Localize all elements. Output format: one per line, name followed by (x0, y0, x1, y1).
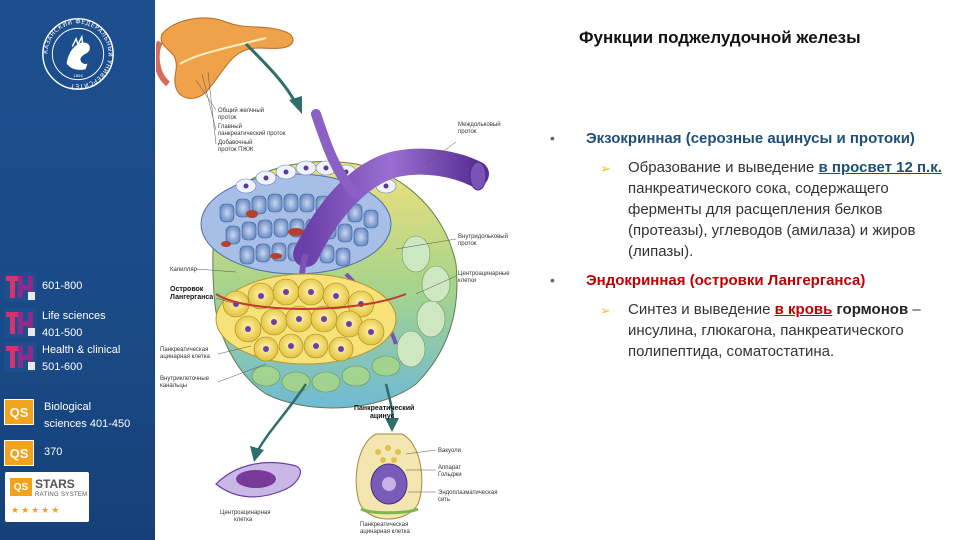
bullet-endocrine: • Эндокринная (островки Лангерганса) (548, 270, 948, 291)
the-logo-icon (4, 342, 36, 372)
ranking-line: 401-500 (42, 327, 83, 339)
ranking-line: sciences 401-450 (44, 418, 131, 430)
ranking-row: QS Biological sciences 401-450 (4, 399, 130, 433)
figure-label: Панкреатическая (160, 347, 208, 353)
islet-cells (215, 273, 407, 365)
figure-label: Гольджи (438, 472, 462, 478)
figure-label: ацинарная клетка (360, 529, 411, 535)
blood-link[interactable]: в кровь (774, 301, 833, 318)
ranking-row: 601-800 (4, 272, 82, 302)
figure-label: проток (458, 241, 477, 247)
bullet-exocrine: • Экзокринная (серозные ацинусы и проток… (548, 128, 948, 149)
the-logo-icon (4, 272, 36, 302)
ranking-line: 501-600 (42, 361, 83, 373)
logo-year: 1804 (73, 73, 83, 78)
figure-label: сеть (438, 497, 450, 503)
figure-label: клетки (458, 278, 476, 284)
figure-label: Междольковый (458, 121, 501, 128)
stars-subtitle: RATING SYSTEM (35, 492, 88, 498)
endocrine-text-after: – инсулина, глюкагона, панкреатического … (628, 301, 921, 360)
ranking-line: Biological (44, 401, 92, 413)
slide-title: Функции поджелудочной железы (579, 28, 861, 47)
figure-label: проток (458, 129, 477, 135)
ranking-row: Life sciences 401-500 (4, 308, 106, 342)
figure-label: Внутридольковый (458, 233, 508, 240)
acinus-cell (355, 433, 423, 520)
figure-label: Общий желчный (218, 107, 264, 114)
arrow-bullet-icon: ➢ (600, 161, 611, 176)
ranking-line: 601-800 (42, 280, 83, 292)
figure-label: ацинарная клетка (160, 354, 211, 360)
endocrine-heading: Эндокринная (островки Лангерганса) (586, 272, 866, 289)
university-logo-icon: КАЗАНСКИЙ ФЕДЕРАЛЬНЫЙ УНИВЕРСИТЕТ 1804 (42, 18, 114, 90)
sub-bullet-endocrine: ➢ Синтез и выведение в кровь гормонов – … (548, 299, 948, 362)
figure-label: Центроацинарные (458, 271, 510, 277)
figure-label: Аппарат (438, 465, 461, 471)
qs-stars-badge: QS STARS RATING SYSTEM ★★★★★ (5, 472, 89, 522)
endocrine-text-before: Синтез и выведение (628, 301, 775, 318)
figure-label: Центроацинарная (220, 510, 271, 516)
figure-label: Панкреатический (354, 404, 414, 412)
qs-logo-icon: QS (4, 399, 34, 425)
figure-label: Главный (218, 123, 242, 130)
arrow-bullet-icon: ➢ (600, 303, 611, 318)
centroacinar-cell (215, 461, 301, 498)
figure-label: Внутриклеточные (160, 376, 210, 382)
hormones-word: гормонов (832, 301, 909, 318)
qs-stars-logo-icon: QS (10, 478, 32, 496)
sub-bullet-exocrine: ➢ Образование и выведение в просвет 12 п… (548, 157, 948, 262)
exocrine-text-after: панкреатического сока, содержащего ферме… (628, 180, 916, 260)
figure-label: Добавочный (218, 139, 253, 146)
bullet-dot-icon: • (550, 272, 555, 288)
function-list: • Экзокринная (серозные ацинусы и проток… (548, 128, 948, 370)
figure-label: Лангерганса (170, 294, 213, 301)
ranking-row: QS 370 (4, 440, 62, 466)
figure-label: панкреатический проток (218, 130, 286, 137)
figure-label: Панкреатическая (360, 522, 408, 528)
ranking-line: 370 (44, 446, 63, 458)
ranking-line: Life sciences (42, 310, 106, 322)
figure-label: Эндоплазматическая (438, 490, 497, 496)
ranking-line: Health & clinical (42, 344, 121, 356)
figure-label: Капилляр (170, 267, 198, 273)
figure-label: проток ПЖЖ (218, 147, 254, 153)
qs-logo-icon: QS (4, 440, 34, 466)
sidebar: КАЗАНСКИЙ ФЕДЕРАЛЬНЫЙ УНИВЕРСИТЕТ 1804 6… (0, 0, 155, 540)
ranking-row: Health & clinical 501-600 (4, 342, 120, 376)
stars-title: STARS (35, 477, 75, 491)
figure-label: Вакуоли (438, 448, 461, 454)
star-rating-icon: ★★★★★ (11, 505, 62, 515)
figure-label: ацинус (370, 413, 394, 420)
bullet-dot-icon: • (550, 130, 555, 146)
the-logo-icon (4, 308, 36, 338)
lumen-link[interactable]: в просвет 12 п.к. (818, 159, 942, 176)
figure-label: клетка (234, 517, 253, 523)
pancreas-illustration: Общий желчный проток Главный панкреатиче… (156, 17, 510, 535)
figure-label: проток (218, 115, 237, 121)
figure-label: канальцы (160, 383, 187, 389)
exocrine-text-before: Образование и выведение (628, 159, 819, 176)
figure-label: Островок (170, 286, 204, 293)
exocrine-heading: Экзокринная (серозные ацинусы и протоки) (586, 130, 915, 147)
